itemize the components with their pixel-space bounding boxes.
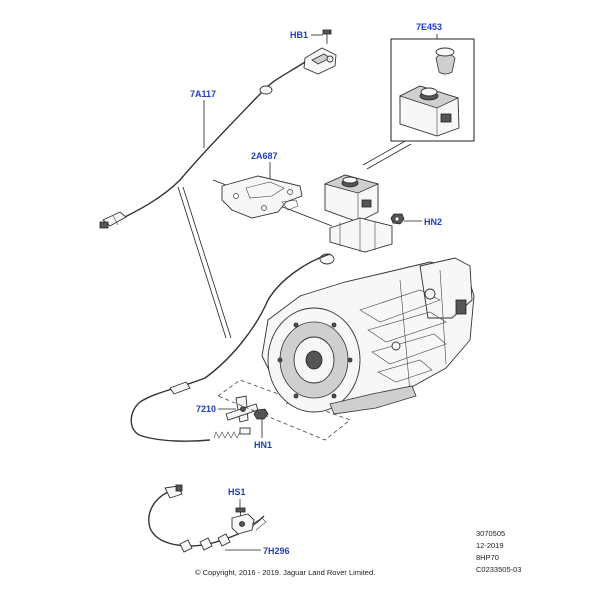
ref-line-2: 12-2019 [476,541,504,550]
ref-line-4: C0233505-03 [476,565,521,574]
hn2-nut [390,213,405,225]
label-hb1[interactable]: HB1 [290,30,308,40]
label-7e453[interactable]: 7E453 [416,22,442,32]
selector-cable-7a117 [99,61,306,229]
copyright: © Copyright, 2016 - 2019. Jaguar Land Ro… [195,568,375,577]
label-7h296[interactable]: 7H296 [263,546,290,556]
cable-upper-bracket [303,47,337,75]
bracket-2a687 [221,175,303,219]
hb1-bolt [322,29,332,44]
label-hn1[interactable]: HN1 [254,440,272,450]
ref-line-3: 8HP70 [476,553,499,562]
label-hs1[interactable]: HS1 [228,487,246,497]
label-7a117[interactable]: 7A117 [190,89,216,99]
gear-shifter-module [323,174,393,253]
lower-shift-cable [130,253,335,442]
label-2a687[interactable]: 2A687 [251,151,278,161]
cable-end-spring [213,427,251,439]
label-7210[interactable]: 7210 [196,404,216,414]
label-hn2[interactable]: HN2 [424,217,442,227]
harness-clip [231,513,267,535]
transmission-8hp70 [261,257,475,415]
inset-box-7e453 [390,38,475,142]
ref-line-1: 3070505 [476,529,505,538]
